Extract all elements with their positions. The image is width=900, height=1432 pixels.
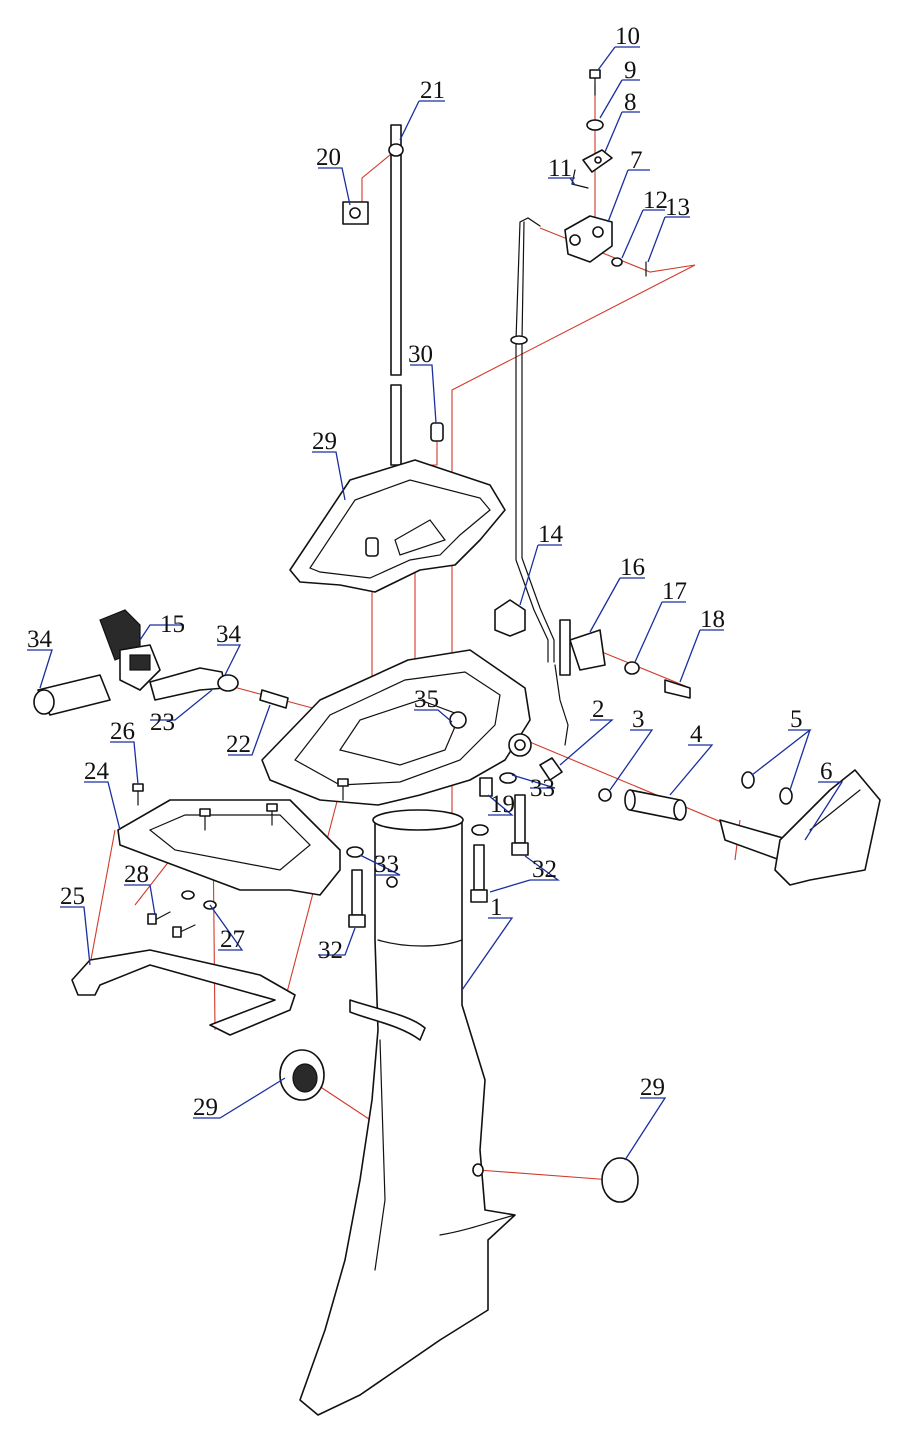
callout-3: 3 bbox=[632, 706, 645, 733]
callout-32b: 32 bbox=[318, 937, 343, 964]
bracket-15 bbox=[99, 609, 161, 691]
callout-33a: 33 bbox=[530, 775, 555, 802]
callout-24: 24 bbox=[84, 758, 110, 785]
callout-12: 12 bbox=[643, 187, 668, 214]
clamp-16 bbox=[569, 629, 606, 671]
washer-17 bbox=[624, 661, 640, 675]
callout-30: 29 bbox=[312, 428, 337, 455]
callout-7: 7 bbox=[630, 147, 643, 174]
link-bracket-7 bbox=[564, 215, 613, 263]
collar-34b bbox=[217, 674, 239, 692]
callout-22: 22 bbox=[226, 731, 251, 758]
callout-32a: 32 bbox=[532, 856, 557, 883]
screws-26 bbox=[132, 778, 349, 831]
clip-11 bbox=[571, 169, 589, 189]
bolt-18 bbox=[664, 679, 691, 699]
nozzle-19 bbox=[479, 777, 493, 797]
callout-18: 18 bbox=[700, 606, 725, 633]
plug-29a bbox=[279, 1049, 325, 1101]
callout-19: 19 bbox=[490, 791, 515, 818]
callout-26: 26 bbox=[110, 718, 135, 745]
screw-10 bbox=[589, 69, 601, 96]
washer-33c bbox=[346, 846, 364, 858]
callout-29a: 29 bbox=[193, 1094, 218, 1121]
frame-24 bbox=[117, 799, 341, 896]
callout-25: 25 bbox=[60, 883, 85, 910]
screws-28 bbox=[147, 911, 196, 938]
callout-35: 35 bbox=[414, 686, 439, 713]
spring-2 bbox=[539, 757, 563, 781]
callout-27: 27 bbox=[220, 926, 245, 953]
callout-29b: 29 bbox=[640, 1074, 665, 1101]
washer-12 bbox=[611, 257, 623, 267]
handle-6 bbox=[719, 769, 881, 886]
callout-20: 20 bbox=[316, 144, 341, 171]
callout-17: 17 bbox=[662, 578, 687, 605]
callout-4: 4 bbox=[690, 721, 703, 748]
callout-28: 28 bbox=[124, 861, 149, 888]
oring-5b bbox=[779, 787, 793, 805]
callout-13: 13 bbox=[665, 194, 690, 221]
callout-2: 2 bbox=[592, 696, 605, 723]
callout-21: 21 bbox=[420, 77, 445, 104]
callout-33b: 33 bbox=[374, 851, 399, 878]
callout-14: 14 bbox=[538, 521, 564, 548]
callout-5: 5 bbox=[790, 706, 803, 733]
dowel-31 bbox=[430, 422, 444, 442]
callout-10: 10 bbox=[615, 23, 640, 50]
washer-33b bbox=[471, 824, 489, 836]
callout-6: 6 bbox=[820, 758, 833, 785]
callout-11: 11 bbox=[548, 155, 572, 182]
callout-labels: 10 9 8 11 7 12 13 21 20 30 29 14 16 17 1… bbox=[27, 23, 833, 1121]
ball-3 bbox=[598, 788, 612, 802]
callout-34b: 34 bbox=[216, 621, 242, 648]
hose-23 bbox=[149, 667, 226, 701]
washer-9 bbox=[586, 119, 604, 131]
washer-27a bbox=[181, 890, 195, 900]
callout-16: 16 bbox=[620, 554, 645, 581]
bolts-32 bbox=[348, 794, 529, 928]
parts bbox=[33, 69, 881, 1416]
leader-lines bbox=[27, 46, 844, 1161]
callout-31: 30 bbox=[408, 341, 433, 368]
callout-8: 8 bbox=[624, 89, 637, 116]
shift-rod-14 bbox=[515, 217, 549, 663]
oring-5a bbox=[741, 771, 755, 789]
bushing-4 bbox=[629, 789, 681, 821]
callout-34a: 34 bbox=[27, 626, 53, 653]
mount-plate bbox=[261, 649, 531, 806]
plug-29b bbox=[601, 1157, 639, 1203]
callout-1: 1 bbox=[490, 894, 503, 921]
pipe-22 bbox=[259, 689, 289, 709]
washer-33a bbox=[499, 772, 517, 784]
frame-25 bbox=[71, 949, 296, 1036]
callout-15: 15 bbox=[160, 611, 185, 638]
callout-23: 23 bbox=[150, 709, 175, 736]
callout-9: 9 bbox=[624, 57, 637, 84]
link-35 bbox=[554, 664, 569, 746]
rod-21 bbox=[388, 124, 404, 466]
housing-1 bbox=[299, 809, 516, 1416]
